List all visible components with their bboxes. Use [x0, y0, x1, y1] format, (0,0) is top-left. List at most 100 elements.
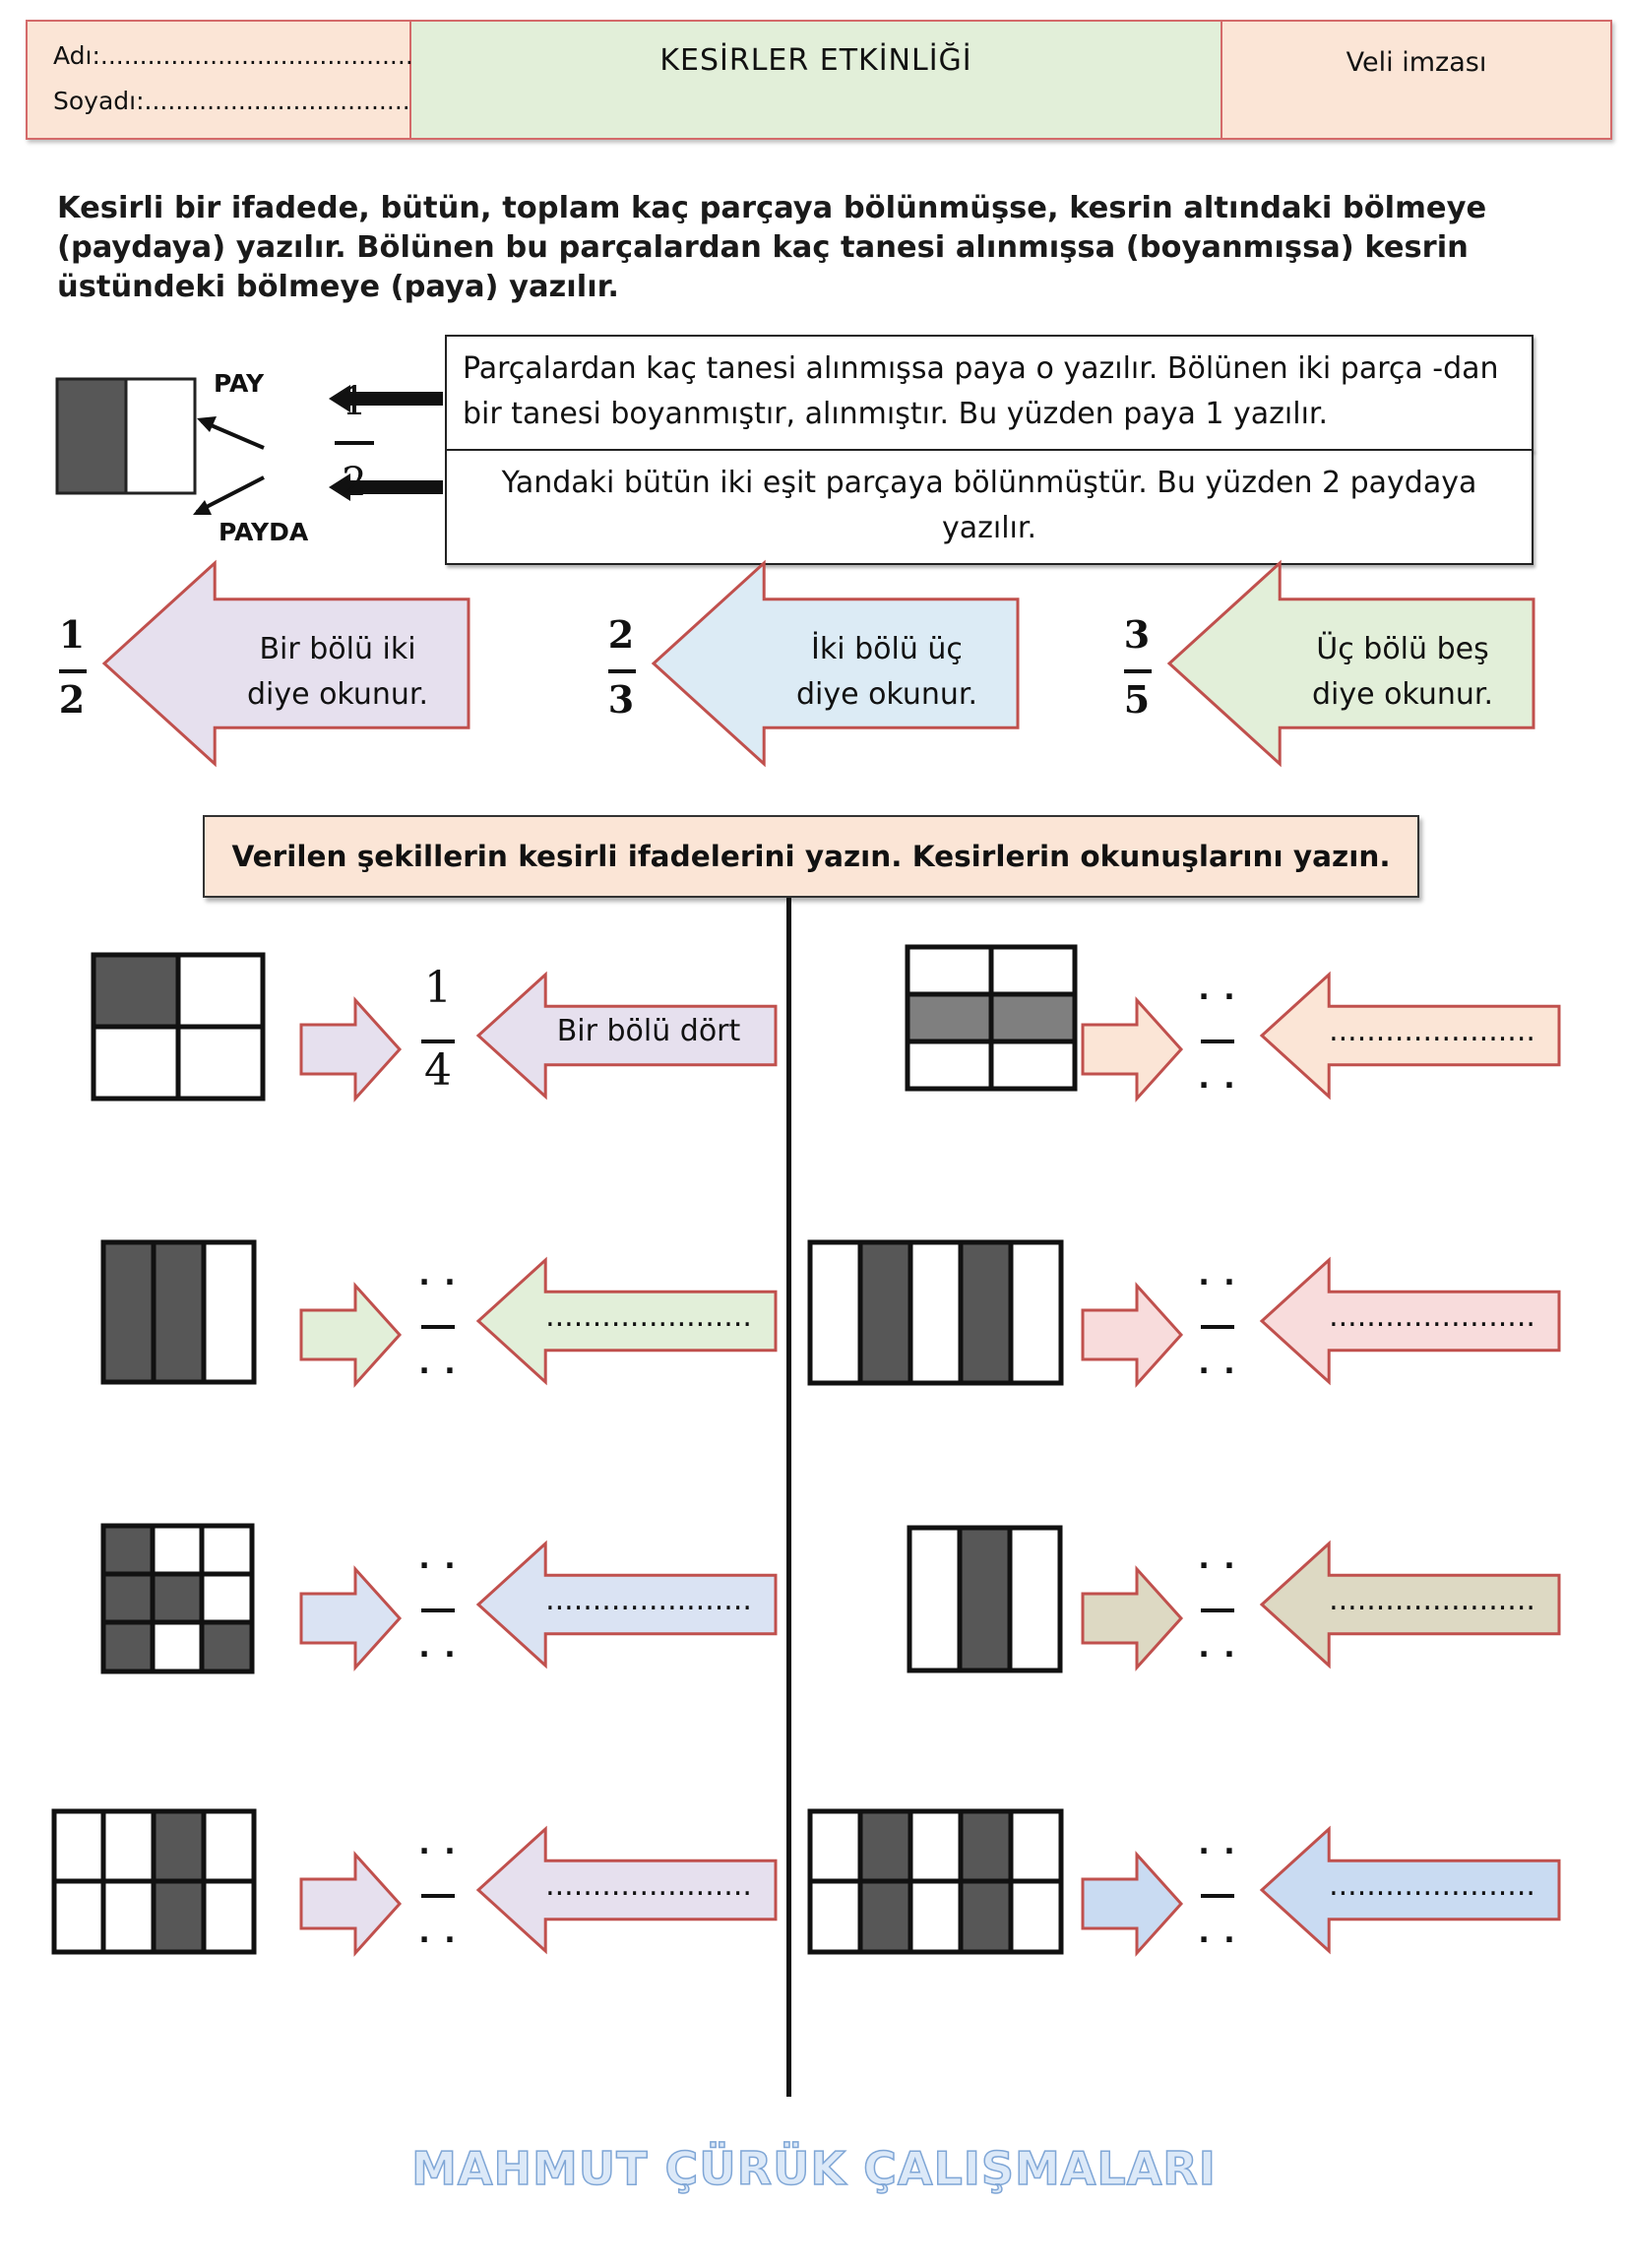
numerator-thick-arrowhead	[329, 385, 350, 412]
example-3-arrow-shape	[1166, 559, 1535, 768]
example-2-denominator: 3	[607, 677, 635, 722]
exercise-left-2-reading-arrow	[475, 1256, 778, 1386]
surname-field[interactable]: Soyadı:.................................…	[53, 87, 410, 115]
example-3-fraction-bar	[1124, 669, 1152, 673]
exercise-right-1-denominator[interactable]: . .	[1198, 1061, 1237, 1096]
name-field[interactable]: Adı:....................................…	[53, 41, 413, 70]
example-1-fraction-bar	[59, 669, 87, 673]
exercise-left-4-reading[interactable]: ......................	[545, 1868, 752, 1903]
exercise-left-3-denominator[interactable]: . .	[418, 1630, 458, 1665]
exercise-left-2-reading[interactable]: ......................	[545, 1299, 752, 1334]
exercise-right-3-reading[interactable]: ......................	[1329, 1583, 1535, 1617]
shaded-half	[55, 377, 128, 495]
pay-arrowhead	[197, 416, 217, 432]
exercise-right-4-denominator[interactable]: . .	[1198, 1916, 1237, 1950]
explain-numerator: 1	[342, 379, 367, 424]
example-3-reading-line1: Üç bölü beş	[1316, 632, 1489, 666]
exercise-left-4-small-arrow	[299, 1851, 403, 1957]
exercise-left-4-reading-arrow	[475, 1825, 778, 1955]
exercise-left-4-small-arrow-shape	[299, 1851, 403, 1957]
exercise-left-1-small-arrow	[299, 996, 403, 1102]
exercise-right-4-fraction-bar	[1201, 1894, 1234, 1898]
shape-left-2	[100, 1239, 257, 1385]
exercise-right-4-reading[interactable]: ......................	[1329, 1868, 1535, 1903]
exercise-right-3-small-arrow	[1081, 1565, 1184, 1671]
exercise-left-4-reading-arrow-shape	[475, 1825, 778, 1955]
exercise-left-3-numerator[interactable]: . .	[418, 1542, 458, 1576]
example-2-numerator: 2	[607, 612, 635, 657]
shape-right-4	[807, 1808, 1064, 1955]
exercise-left-3-reading[interactable]: ......................	[545, 1583, 752, 1617]
exercise-right-1-reading-arrow-shape	[1259, 971, 1561, 1101]
exercise-left-1-reading-arrow-shape	[475, 971, 778, 1101]
exercise-right-3-numerator[interactable]: . .	[1198, 1542, 1237, 1576]
intro-paragraph: Kesirli bir ifadede, bütün, toplam kaç p…	[57, 191, 1487, 304]
example-1-denominator: 2	[58, 677, 86, 722]
exercise-right-2-numerator[interactable]: . .	[1198, 1258, 1237, 1292]
exercise-left-2-small-arrow-shape	[299, 1282, 403, 1388]
exercise-right-2-reading-arrow	[1259, 1256, 1561, 1386]
fraction-diagram	[55, 377, 443, 515]
exercise-right-4-small-arrow	[1081, 1851, 1184, 1957]
exercise-right-2-reading[interactable]: ......................	[1329, 1299, 1535, 1334]
example-2-arrow	[651, 559, 1020, 768]
footer-credit: MAHMUT ÇÜRÜK ÇALIŞMALARI	[410, 2141, 1217, 2196]
exercise-left-3-small-arrow-shape	[299, 1565, 403, 1671]
exercise-left-2-fraction-bar	[421, 1325, 455, 1329]
exercise-right-1-fraction-bar	[1201, 1040, 1234, 1043]
exercise-left-1-denominator: 4	[424, 1045, 452, 1096]
shape-left-3	[100, 1523, 255, 1674]
pay-label: PAY	[214, 369, 265, 398]
unshaded-half	[124, 377, 197, 495]
student-info-cell: Adı:....................................…	[28, 22, 413, 138]
exercise-right-2-denominator[interactable]: . .	[1198, 1347, 1237, 1381]
exercise-left-4-denominator[interactable]: . .	[418, 1916, 458, 1950]
exercise-left-1-fraction-bar	[421, 1040, 455, 1043]
payda-pointer-arrow	[196, 475, 265, 514]
exercise-right-2-fraction-bar	[1201, 1325, 1234, 1329]
exercise-right-1-numerator[interactable]: . .	[1198, 973, 1237, 1007]
example-2-arrow-shape	[651, 559, 1020, 768]
payda-label: PAYDA	[219, 518, 309, 546]
example-2-reading-line1: İki bölü üç	[811, 632, 963, 666]
worksheet-title: KESİRLER ETKİNLİĞİ	[411, 22, 1222, 138]
exercise-right-4-reading-arrow-shape	[1259, 1825, 1561, 1955]
exercise-right-4-small-arrow-shape	[1081, 1851, 1184, 1957]
exercise-left-3-reading-arrow	[475, 1540, 778, 1670]
shape-left-1	[91, 952, 266, 1102]
exercise-left-1-reading: Bir bölü dört	[556, 1014, 741, 1048]
exercise-right-1-reading[interactable]: ......................	[1329, 1014, 1535, 1048]
shape-right-3	[907, 1525, 1063, 1673]
example-1-reading-line1: Bir bölü iki	[259, 632, 416, 666]
example-2-fraction-bar	[608, 669, 636, 673]
exercise-left-1-small-arrow-shape	[299, 996, 403, 1102]
task-instruction: Verilen şekillerin kesirli ifadelerini y…	[203, 815, 1419, 898]
example-1-numerator: 1	[58, 612, 86, 657]
example-3-numerator: 3	[1123, 612, 1151, 657]
exercise-right-4-numerator[interactable]: . .	[1198, 1827, 1237, 1861]
exercise-left-2-numerator[interactable]: . .	[418, 1258, 458, 1292]
exercise-left-2-small-arrow	[299, 1282, 403, 1388]
exercise-right-3-reading-arrow	[1259, 1540, 1561, 1670]
denominator-thick-arrowhead	[329, 473, 350, 501]
example-3-arrow	[1166, 559, 1535, 768]
payda-arrowhead	[193, 500, 212, 515]
center-divider	[786, 898, 791, 2097]
exercise-right-3-denominator[interactable]: . .	[1198, 1630, 1237, 1665]
explain-denominator: 2	[342, 460, 367, 505]
exercise-right-3-fraction-bar	[1201, 1608, 1234, 1612]
exercise-right-2-reading-arrow-shape	[1259, 1256, 1561, 1386]
exercise-right-3-small-arrow-shape	[1081, 1565, 1184, 1671]
shape-right-1	[905, 944, 1078, 1092]
example-1-arrow-shape	[101, 559, 470, 768]
exercise-left-1-numerator: 1	[424, 963, 452, 1013]
exercise-left-2-denominator[interactable]: . .	[418, 1347, 458, 1381]
exercise-left-1-reading-arrow	[475, 971, 778, 1101]
exercise-left-4-numerator[interactable]: . .	[418, 1827, 458, 1861]
example-1-arrow	[101, 559, 470, 768]
exercise-left-3-small-arrow	[299, 1565, 403, 1671]
exercise-left-4-fraction-bar	[421, 1894, 455, 1898]
shape-right-2	[807, 1239, 1064, 1386]
denominator-explanation-box: Yandaki bütün iki eşit parçaya bölünmüşt…	[445, 449, 1534, 565]
exercise-right-2-small-arrow-shape	[1081, 1282, 1184, 1388]
